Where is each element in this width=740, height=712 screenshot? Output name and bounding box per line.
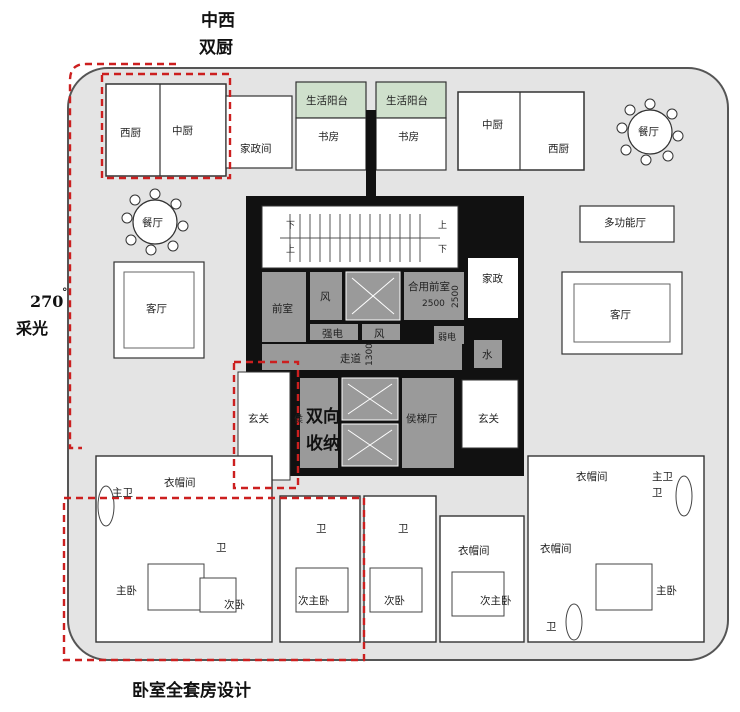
- annotation-storage-1: 双向: [306, 406, 340, 427]
- annotation-degree: °: [62, 286, 68, 299]
- front-room: [262, 272, 306, 342]
- room-wait-lobby: 侯梯厅: [406, 412, 438, 425]
- highlight-double-kitchen: [100, 72, 232, 180]
- room-master-bed-right: 主卧: [656, 584, 677, 597]
- room-toilet-4: 卫: [546, 621, 557, 633]
- weak-elec-room: [434, 326, 464, 344]
- room-west-kitchen-left: 西厨: [120, 127, 141, 139]
- bed-second-mid: [369, 567, 423, 613]
- room-cloak-right-b: 衣帽间: [540, 542, 572, 555]
- stair-down-left: 下: [286, 221, 295, 231]
- stair-up-right: 上: [438, 220, 447, 231]
- room-entry-right: 玄关: [478, 412, 499, 425]
- study-left: [295, 117, 367, 171]
- elevator-lobby-right: [402, 378, 454, 468]
- stair-up-left: 上: [286, 244, 295, 255]
- annotation-double-kitchen-2: 双厨: [199, 38, 233, 58]
- room-housekeeping-center: 家政: [482, 272, 503, 285]
- wind-shaft-1: [310, 272, 342, 320]
- annotation-suite: 卧室全套房设计: [132, 680, 251, 701]
- strong-elec-room: [310, 324, 358, 340]
- dim-1300: 1300: [365, 343, 375, 366]
- study-right: [375, 117, 447, 171]
- room-cloak-left: 衣帽间: [164, 476, 196, 489]
- room-wind-2: 风: [374, 328, 385, 340]
- corridor: [262, 344, 462, 370]
- room-shared-front: 合用前室: [408, 280, 450, 293]
- room-dining-left: 餐厅: [142, 216, 163, 229]
- room-water: 水: [482, 349, 493, 361]
- room-second-master-left: 次主卧: [298, 594, 330, 607]
- annotation-storage-2: 收纳: [306, 433, 340, 454]
- dim-2500-vertical: 2500: [451, 285, 461, 308]
- bed-master-left: [147, 563, 205, 611]
- room-master-bed-left: 主卧: [116, 584, 137, 597]
- room-second-bed-left: 次卧: [224, 598, 245, 611]
- dining-table-right: [616, 98, 684, 166]
- highlight-270-light: [68, 62, 176, 450]
- bathtub-right: [675, 475, 693, 517]
- shared-front-room: [404, 272, 464, 320]
- bed-second-left: [199, 577, 237, 613]
- room-study-left: 书房: [318, 130, 339, 143]
- dining-table-left: [121, 188, 189, 256]
- housekeeping-block-left: [225, 95, 293, 169]
- room-living-left: 客厅: [146, 302, 167, 315]
- room-balcony-right: 生活阳台: [386, 94, 428, 107]
- entry-right: [461, 379, 519, 449]
- room-toilet-5: 卫: [652, 487, 663, 499]
- room-dining-right: 餐厅: [638, 125, 659, 138]
- room-toilet-1: 卫: [216, 542, 227, 554]
- living-sofa-left: [113, 261, 205, 359]
- annotation-light: 采光: [15, 319, 48, 338]
- room-multi-function: 多功能厅: [604, 216, 646, 229]
- bathtub-left: [97, 485, 115, 527]
- room-cloak-mid: 衣帽间: [458, 544, 490, 557]
- multi-room-table: [579, 205, 675, 243]
- room-master-bath-left: 主卫: [112, 487, 133, 499]
- bathtub-mid: [565, 603, 583, 641]
- room-living-right: 客厅: [610, 308, 631, 321]
- master-suite-right: [527, 455, 705, 643]
- room-toilet-3: 卫: [398, 523, 409, 535]
- room-cloak-right-a: 衣帽间: [576, 470, 608, 483]
- dim-2500-horizontal: 2500: [422, 299, 445, 309]
- stair-down-right: 下: [438, 245, 447, 255]
- room-west-kitchen-right: 西厨: [548, 143, 569, 155]
- kitchen-block-right: [457, 91, 585, 171]
- highlight-suite: [62, 496, 366, 662]
- room-second-master-right: 次主卧: [480, 594, 512, 607]
- room-study-right: 书房: [398, 130, 419, 143]
- room-chinese-kitchen-left: 中厨: [172, 124, 193, 137]
- room-entry-left: 玄关: [248, 412, 269, 425]
- elevator-lobby-left: [300, 378, 338, 468]
- room-master-bath-right: 主卫: [652, 471, 673, 483]
- living-sofa-right: [561, 271, 683, 355]
- room-corridor: 走道: [340, 352, 361, 365]
- room-balcony-left: 生活阳台: [306, 94, 348, 107]
- room-wind-1: 风: [320, 291, 331, 303]
- room-toilet-2: 卫: [316, 523, 327, 535]
- room-weak-elec: 弱电: [438, 331, 456, 343]
- room-front-room: 前室: [272, 302, 293, 315]
- annotation-double-kitchen-1: 中西: [201, 10, 235, 31]
- room-housekeeping-left: 家政间: [240, 142, 272, 155]
- kitchen-block-left: [105, 83, 227, 177]
- wind-shaft-2: [362, 324, 400, 340]
- housekeeping-center: [468, 258, 518, 318]
- room-chinese-kitchen-right: 中厨: [482, 118, 503, 131]
- annotation-270: 270: [30, 292, 63, 311]
- highlight-storage: [232, 360, 300, 490]
- room-second-bed-mid: 次卧: [384, 594, 405, 607]
- bed-second-master-right: [451, 571, 505, 617]
- water-room: [474, 340, 502, 368]
- bed-master-right: [595, 563, 653, 611]
- room-strong-elec: 强电: [322, 327, 343, 340]
- bed-second-master-left: [295, 567, 349, 613]
- room-wait-lobby-left: 侯: [294, 413, 303, 425]
- balcony-right: [375, 81, 447, 119]
